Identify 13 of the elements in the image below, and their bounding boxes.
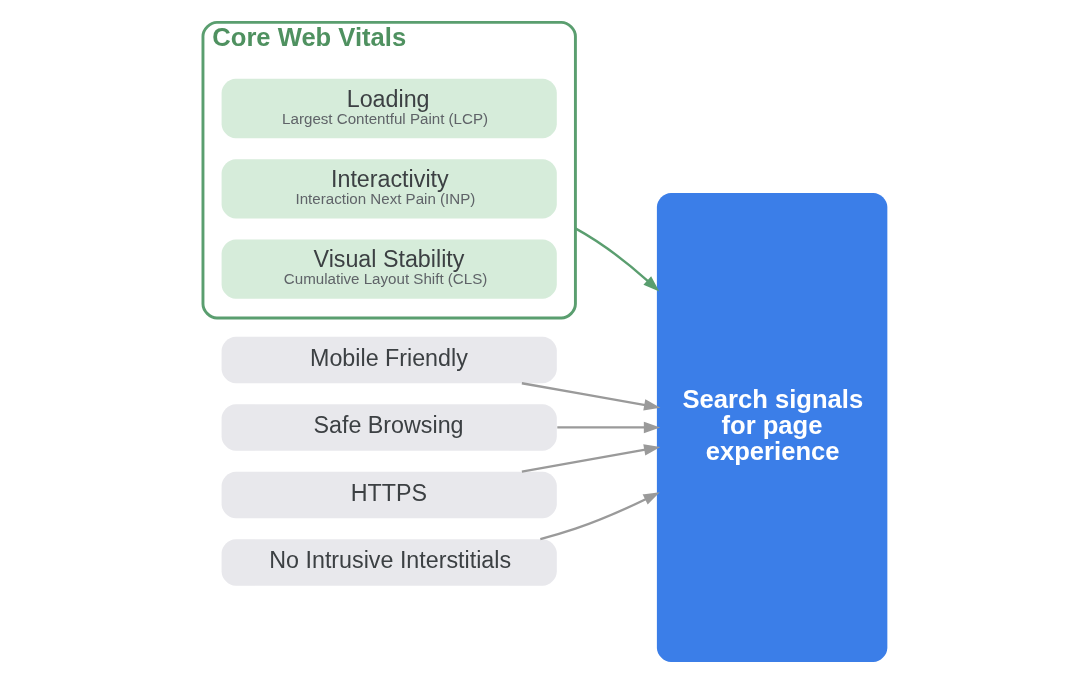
arrow: [556, 421, 660, 434]
node-box: HTTPS: [221, 471, 557, 519]
arrow: [521, 382, 660, 411]
node-box: Interactivity Interaction Next Pain (INP): [221, 159, 557, 219]
arrow: [539, 492, 660, 541]
arrow: [574, 227, 659, 292]
node-box: No Intrusive Interstitials: [221, 539, 557, 586]
arrow: [521, 444, 660, 473]
node-box: Safe Browsing: [221, 404, 557, 451]
node-box: Search signals for page experience: [656, 192, 887, 662]
node-box: Mobile Friendly: [221, 336, 557, 384]
node-box: Visual Stability Cumulative Layout Shift (CLS): [221, 239, 557, 299]
node-box: Loading Largest Contentful Paint (LCP): [221, 78, 557, 139]
